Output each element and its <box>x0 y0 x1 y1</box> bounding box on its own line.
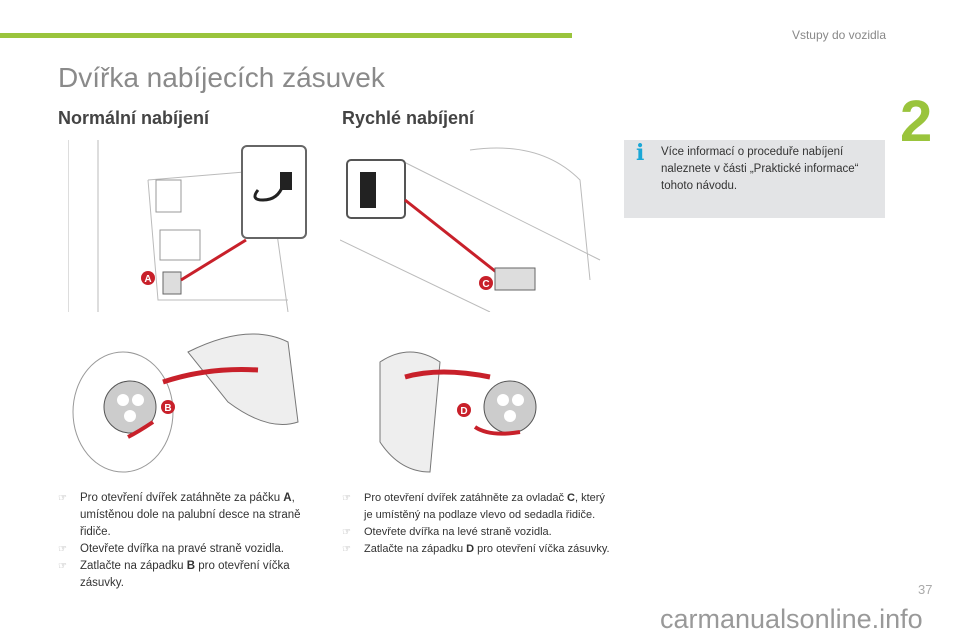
watermark: carmanualsonline.info <box>660 604 923 634</box>
info-icon: i <box>636 140 645 166</box>
floor-control-illustration: C <box>340 147 601 312</box>
socket-latch-b-illustration: B <box>72 333 299 473</box>
label-b-marker <box>161 400 175 414</box>
label-a-marker <box>141 271 155 285</box>
socket-latch-d-illustration: D <box>379 351 537 473</box>
list-item: ☞Otevřete dvířka na pravé straně vozidla… <box>58 541 328 558</box>
label-a: A <box>144 274 151 285</box>
header-accent-bar <box>0 33 572 38</box>
list-item: ☞Pro otevření dvířek zatáhněte za ovlada… <box>342 492 605 521</box>
label-d-marker <box>457 403 471 417</box>
info-text: Více informací o proceduře nabíjení nale… <box>661 146 859 192</box>
label-c: C <box>482 279 489 290</box>
label-c-marker <box>479 276 493 290</box>
charging-plug-icon <box>241 145 307 239</box>
bullet-icon: ☞ <box>58 561 67 572</box>
info-box: i Více informací o proceduře nabíjení na… <box>624 140 885 218</box>
list-item: ☞Pro otevření dvířek zatáhněte za páčku … <box>58 492 301 538</box>
bullet-icon: ☞ <box>58 544 67 555</box>
list-item: ☞Zatlačte na západku B pro otevření víčk… <box>58 560 290 589</box>
bullet-icon: ☞ <box>342 544 351 555</box>
bullet-icon: ☞ <box>342 493 351 504</box>
heading-normal-charging: Normální nabíjení <box>58 108 210 128</box>
page-title: Dvířka nabíjecích zásuvek <box>58 62 385 93</box>
heading-fast-charging: Rychlé nabíjení <box>342 108 475 128</box>
bullet-icon: ☞ <box>342 527 351 538</box>
dashboard-lever-illustration: A <box>68 140 307 312</box>
label-d: D <box>460 406 467 417</box>
section-title: Vstupy do vozidla <box>791 28 886 42</box>
bullet-icon: ☞ <box>58 493 67 504</box>
list-item: ☞Zatlačte na západku D pro otevření víčk… <box>342 541 612 558</box>
page-number: 37 <box>918 582 933 597</box>
chapter-number: 2 <box>900 89 933 154</box>
right-instructions: ☞Pro otevření dvířek zatáhněte za ovlada… <box>342 490 612 558</box>
list-item: ☞Otevřete dvířka na levé straně vozidla. <box>342 524 612 541</box>
label-b: B <box>164 403 171 414</box>
left-instructions: ☞Pro otevření dvířek zatáhněte za páčku … <box>58 490 328 592</box>
